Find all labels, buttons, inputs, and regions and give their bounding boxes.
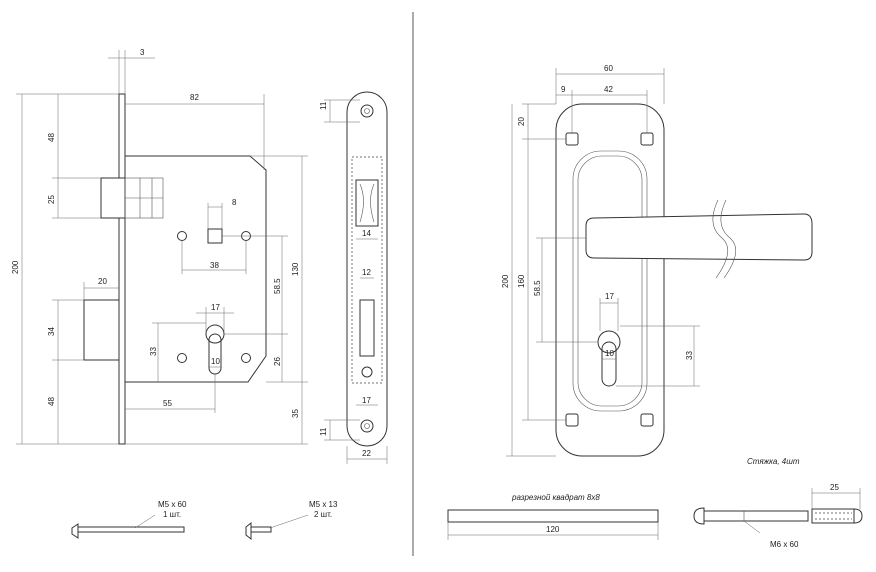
tie-sleeve-length: 25 [830, 483, 839, 492]
dim-bottom-edge: 35 [291, 409, 300, 418]
spindle-bar [447, 509, 659, 523]
short-screw-label: M5 x 13 [309, 500, 338, 509]
bolt-window [359, 299, 375, 357]
dim-cylinder-backset: 55 [163, 399, 172, 408]
tie-bolt-shank [703, 510, 809, 522]
faceplate-screw-bottom [360, 419, 374, 433]
dim-plate-cylinder-pin: 10 [605, 349, 614, 358]
dim-faceplate-outer: 22 [362, 449, 371, 458]
dim-plate-inset: 9 [561, 85, 566, 94]
tie-bolt-head [693, 507, 705, 525]
dim-latch-height: 25 [47, 195, 56, 204]
lock-faceplate-strip [118, 93, 126, 445]
long-screw-qty: 1 шт. [163, 510, 181, 519]
dim-plate-width: 60 [604, 64, 613, 73]
dead-bolt [83, 299, 120, 361]
dim-bolt-window: 12 [362, 268, 371, 277]
dim-latch-offset: 48 [47, 133, 56, 142]
plate-cylinder-slot [601, 341, 617, 387]
lever-handle [585, 213, 813, 261]
lock-body-view: 3 82 200 48 25 20 34 48 8 [11, 48, 308, 445]
dim-hole-spacing: 42 [604, 85, 613, 94]
long-screw [71, 523, 79, 539]
latch-bolt [100, 177, 126, 219]
faceplate-screw-top [360, 104, 374, 118]
tie-sleeve [811, 508, 855, 524]
dim-square-size: 8 [232, 198, 237, 207]
dim-total-height: 200 [11, 260, 20, 274]
tie-bolt-label: M6 x 60 [770, 540, 799, 549]
spindle-length: 120 [546, 525, 560, 534]
tie-bolts-view: Стяжка, 4шт M6 x 60 25 [693, 457, 863, 549]
dim-plate-cylinder-height: 33 [685, 351, 694, 360]
faceplate-view: 11 14 12 17 11 22 [319, 91, 388, 464]
spindle-label: разрезной квадрат 8х8 [511, 493, 600, 502]
dim-latch-window: 14 [362, 229, 371, 238]
tie-bolts-label: Стяжка, 4шт [747, 457, 800, 466]
spindle-view: разрезной квадрат 8х8 120 [447, 493, 659, 540]
dim-plate-top-offset: 20 [517, 117, 526, 126]
follower-square [207, 228, 223, 244]
fixing-hole-left [177, 231, 187, 241]
latch-window [355, 179, 379, 227]
dim-bolt-height: 34 [47, 327, 56, 336]
lever-break [712, 199, 737, 279]
dim-cylinder-height: 33 [149, 347, 158, 356]
screws-view: M5 x 60 1 шт. M5 x 13 2 шт. [71, 500, 338, 541]
dim-lower-offset: 26 [273, 357, 282, 366]
dim-plate-hole-height: 160 [517, 274, 526, 288]
short-screw [245, 521, 252, 541]
handle-plate-recess [572, 150, 648, 412]
dim-fixing-spacing: 38 [210, 261, 219, 270]
lock-case [124, 155, 267, 383]
handle-plate-view: 60 9 42 20 200 160 58.5 17 10 33 [501, 64, 813, 457]
cylinder-hole-slot [208, 333, 222, 375]
dim-faceplate-top-screw: 11 [319, 101, 328, 110]
dim-plate-cylinder-width: 17 [605, 292, 614, 301]
dim-plate-center-distance: 58.5 [533, 280, 542, 296]
dim-cylinder-pin: 10 [211, 357, 220, 366]
short-screw-qty: 2 шт. [314, 510, 332, 519]
dim-faceplate-inner: 17 [362, 396, 371, 405]
dim-center-distance: 58.5 [273, 278, 282, 294]
dim-faceplate-thickness: 3 [140, 48, 145, 57]
long-screw-label: M5 x 60 [158, 500, 187, 509]
handle-plate-outline [555, 103, 665, 457]
dim-bolt-depth: 20 [98, 277, 107, 286]
mount-hole-br [640, 413, 654, 427]
dim-body-height: 130 [291, 262, 300, 276]
dim-faceplate-bottom-screw: 11 [319, 427, 328, 436]
dim-cylinder-width: 17 [211, 303, 220, 312]
dim-plate-total-height: 200 [501, 274, 510, 288]
dim-bottom-offset: 48 [47, 397, 56, 406]
dim-backset-depth: 82 [190, 93, 199, 102]
